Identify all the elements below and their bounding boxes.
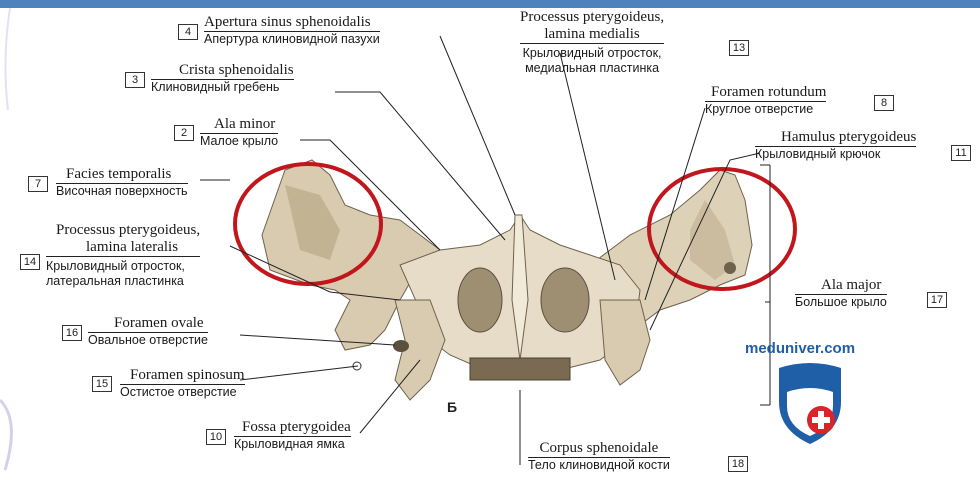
russian-term: Клиновидный гребень	[151, 79, 294, 95]
latin-term: Foramen ovale	[88, 315, 208, 332]
latin-term: Hamulus pterygoideus	[755, 129, 916, 146]
foramen-ovale-hole	[393, 340, 409, 352]
latin-term: Processus pterygoideus,	[46, 222, 200, 239]
russian-term: Тело клиновидной кости	[528, 457, 670, 473]
label-number-8: 8	[874, 95, 894, 111]
body-base	[470, 358, 570, 380]
label-lamina-medialis: Processus pterygoideus, lamina medialis …	[520, 9, 664, 76]
latin-term-line2: lamina medialis	[520, 26, 664, 43]
right-pterygoid-process	[600, 300, 650, 385]
label-number-7: 7	[28, 176, 48, 192]
shield-logo-icon	[775, 362, 845, 446]
russian-term: Овальное отверстие	[88, 332, 208, 348]
label-number-10: 10	[206, 429, 226, 445]
left-sinus-opening	[458, 268, 502, 332]
label-number-15: 15	[92, 376, 112, 392]
latin-term: Facies temporalis	[56, 166, 188, 183]
russian-term: Крыловидный отросток,	[520, 43, 664, 61]
watermark-text: meduniver.com	[745, 340, 855, 357]
russian-term: Остистое отверстие	[120, 384, 245, 400]
label-number-4: 4	[178, 24, 198, 40]
label-corpus-sphenoidale: Corpus sphenoidale Тело клиновидной кост…	[528, 440, 670, 473]
decorative-arc	[5, 8, 10, 110]
russian-term: Большое крыло	[795, 294, 887, 310]
latin-term: Corpus sphenoidale	[528, 440, 670, 457]
label-number-11: 11	[951, 145, 971, 161]
label-number-18: 18	[728, 456, 748, 472]
label-crista-sphenoidalis: Crista sphenoidalis Клиновидный гребень	[151, 62, 294, 95]
label-number-17: 17	[927, 292, 947, 308]
label-number-13: 13	[729, 40, 749, 56]
latin-term: Foramen spinosum	[120, 367, 245, 384]
label-ala-minor: Ala minor Малое крыло	[200, 116, 278, 149]
label-ala-major: Ala major Большое крыло	[795, 277, 887, 310]
latin-term: Foramen rotundum	[705, 84, 826, 101]
label-number-16: 16	[62, 325, 82, 341]
russian-term-line2: латеральная пластинка	[46, 274, 200, 289]
label-apertura-sinus-sphenoidalis: Apertura sinus sphenoidalis Апертура кли…	[204, 14, 380, 47]
decorative-arc	[0, 400, 11, 470]
russian-term: Височная поверхность	[56, 183, 188, 199]
latin-term: Ala major	[795, 277, 887, 294]
latin-term: Crista sphenoidalis	[151, 62, 294, 79]
russian-term: Малое крыло	[200, 133, 278, 149]
russian-term: Апертура клиновидной пазухи	[204, 31, 380, 47]
label-foramen-spinosum: Foramen spinosum Остистое отверстие	[120, 367, 245, 400]
label-number-3: 3	[125, 72, 145, 88]
label-number-2: 2	[174, 125, 194, 141]
view-letter: Б	[447, 399, 457, 415]
label-fossa-pterygoidea: Fossa pterygoidea Крыловидная ямка	[234, 419, 351, 452]
label-foramen-rotundum: Foramen rotundum Круглое отверстие	[705, 84, 826, 117]
russian-term: Крыловидная ямка	[234, 436, 351, 452]
label-hamulus-pterygoideus: Hamulus pterygoideus Крыловидный крючок	[755, 129, 916, 162]
latin-term: Apertura sinus sphenoidalis	[204, 14, 380, 31]
label-foramen-ovale: Foramen ovale Овальное отверстие	[88, 315, 208, 348]
russian-term: Круглое отверстие	[705, 101, 826, 117]
label-facies-temporalis: Facies temporalis Височная поверхность	[56, 166, 188, 199]
latin-term: Fossa pterygoidea	[234, 419, 351, 436]
foramen-rotundum-hole	[724, 262, 736, 274]
label-lamina-lateralis: Processus pterygoideus, lamina lateralis…	[46, 222, 200, 289]
russian-term: Крыловидный крючок	[755, 146, 916, 162]
right-sinus-opening	[541, 268, 589, 332]
russian-term: Крыловидный отросток,	[46, 256, 200, 274]
russian-term-line2: медиальная пластинка	[520, 61, 664, 76]
latin-term: Ala minor	[200, 116, 278, 133]
label-number-14: 14	[20, 254, 40, 270]
latin-term-line2: lamina lateralis	[46, 239, 200, 256]
latin-term: Processus pterygoideus,	[520, 9, 664, 26]
